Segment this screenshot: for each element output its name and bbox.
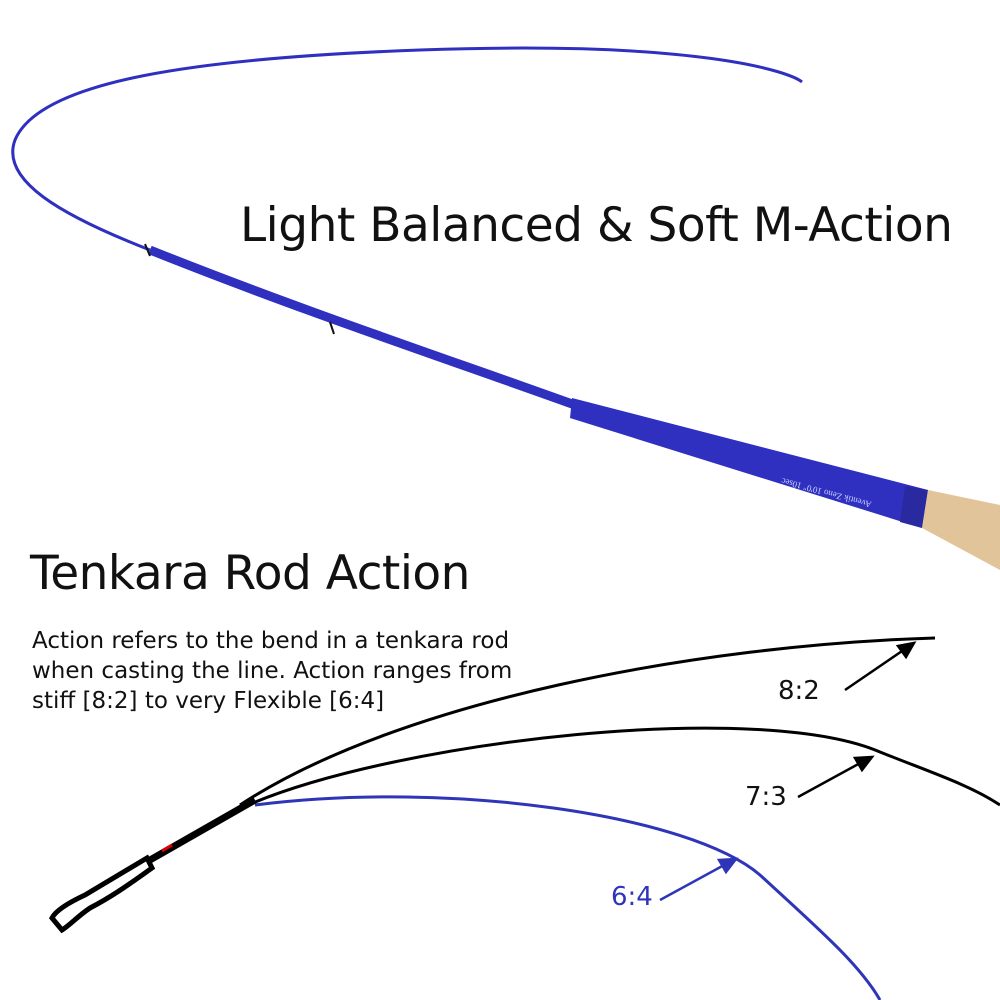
section-title: Tenkara Rod Action	[30, 546, 470, 601]
arrow-8-2	[844, 641, 917, 692]
arrow-6-4	[659, 857, 739, 902]
arrow-7-3	[797, 755, 875, 799]
rod-joint	[329, 321, 335, 335]
rod-joint	[144, 243, 151, 257]
headline: Light Balanced & Soft M-Action	[240, 198, 953, 253]
description: Action refers to the bend in a tenkara r…	[32, 628, 513, 714]
curve-7-3	[247, 726, 1000, 807]
rod-mid-section	[148, 245, 577, 410]
handle-blank	[148, 796, 257, 864]
curve-6-4	[254, 795, 882, 1000]
hook-keeper	[161, 843, 173, 853]
rod-tip-section	[11, 46, 803, 252]
cork-handle	[922, 490, 1000, 570]
handle-grip	[49, 854, 156, 934]
label-7-3: 7:3	[745, 782, 787, 812]
curve-8-2	[239, 636, 936, 807]
label-6-4: 6:4	[611, 882, 653, 912]
rod-ferrule	[900, 486, 928, 528]
rod-butt-section	[570, 398, 928, 528]
label-8-2: 8:2	[778, 676, 820, 706]
